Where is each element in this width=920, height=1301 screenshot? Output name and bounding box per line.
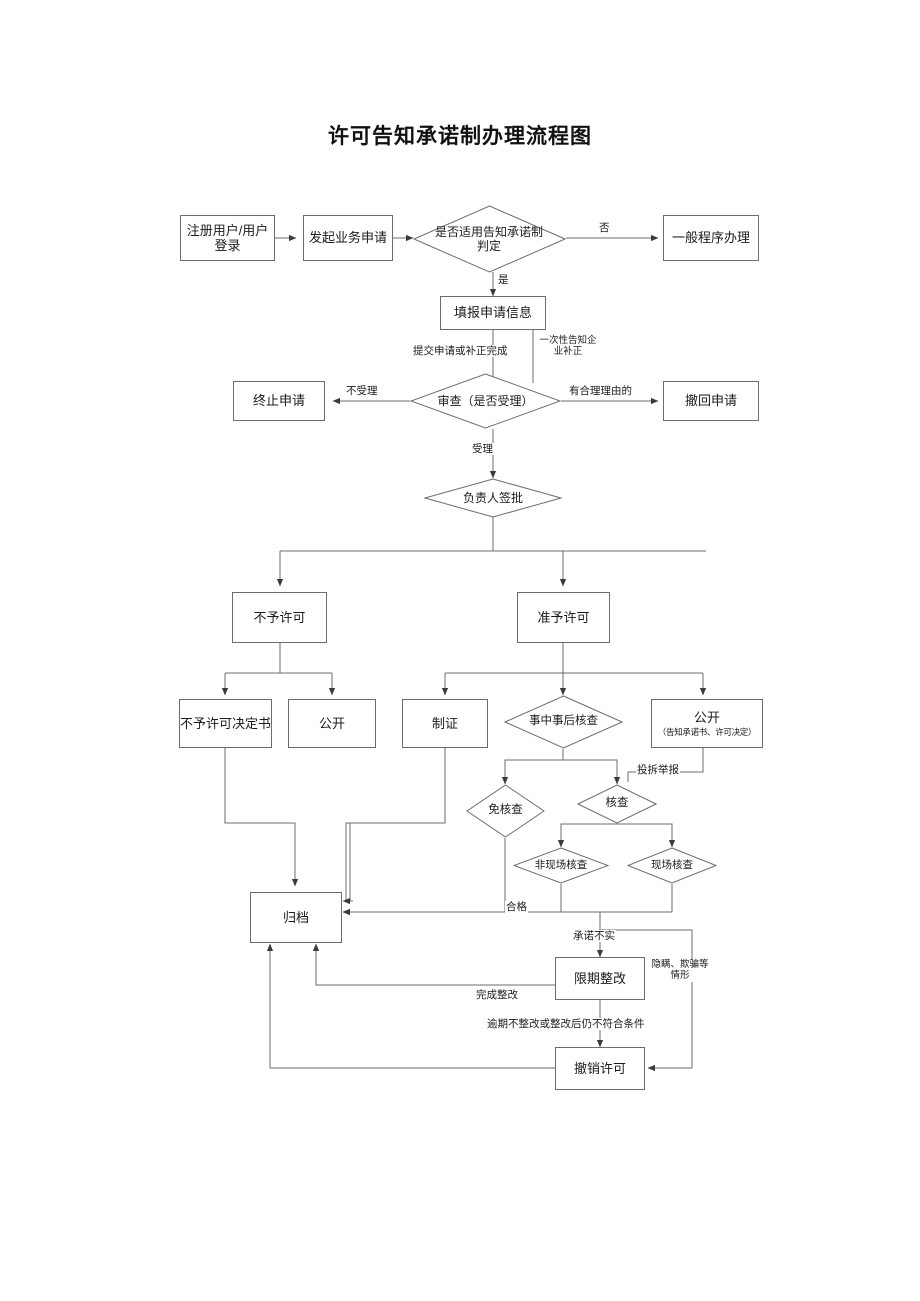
- edge-check-to-offsite: [557, 823, 617, 848]
- edge-label-conceal-deceive: 隐瞒、欺骗等情形: [650, 959, 710, 982]
- edge-label-qualified: 合格: [505, 901, 528, 914]
- node-check-label: 核查: [605, 797, 629, 810]
- node-publicize-right-sub: （告知承诺书、许可决定）: [657, 727, 757, 738]
- node-exempt-check-label: 免核查: [488, 804, 523, 817]
- node-leader-approval-label: 负责人签批: [462, 490, 523, 505]
- edge-label-submit-or-correct: 提交申请或补正完成: [412, 345, 509, 358]
- edge-label-reasonable-grounds: 有合理理由的: [568, 385, 633, 398]
- edge-label-overdue-not-rectified: 逾期不整改或整改后仍不符合条件: [486, 1018, 646, 1031]
- edge-label-complaint-report: 投拆举报: [636, 764, 680, 777]
- edge-certificate-to-bus: [350, 748, 446, 824]
- diamond-shape: [513, 847, 609, 884]
- edge-label-promise-untrue: 承诺不实: [572, 930, 616, 943]
- edge-dac-to-exempt: [501, 749, 564, 785]
- edge-exempt-to-archive: [342, 838, 506, 916]
- node-publicize-right[interactable]: 公开 （告知承诺书、许可决定）: [651, 699, 763, 748]
- edge-decision-to-archive: [224, 748, 299, 887]
- node-not-permitted-decision[interactable]: 不予许可决定书: [179, 699, 272, 748]
- edge-label-no: 否: [598, 222, 611, 235]
- node-fill-application[interactable]: 填报申请信息: [440, 296, 546, 330]
- edge-check-to-onsite: [617, 823, 676, 848]
- node-rectify[interactable]: 限期整改: [555, 957, 645, 1000]
- node-not-permitted[interactable]: 不予许可: [232, 592, 327, 643]
- node-initiate[interactable]: 发起业务申请: [303, 215, 393, 261]
- node-withdraw[interactable]: 撤回申请: [663, 381, 759, 421]
- edge-label-accepted: 受理: [471, 443, 494, 456]
- diamond-shape: [577, 784, 657, 824]
- diamond-shape: [413, 205, 566, 273]
- node-publicize-right-label: 公开: [693, 709, 720, 725]
- node-exempt-check[interactable]: 免核查: [466, 784, 545, 838]
- edge-label-not-accepted: 不受理: [345, 385, 379, 398]
- node-offsite-check[interactable]: 非现场核查: [513, 847, 609, 884]
- node-review-accept-label: 审查（是否受理）: [437, 393, 534, 408]
- edge-certificate-into-archive: [342, 823, 351, 905]
- diamond-shape: [424, 478, 562, 518]
- node-onsite-check[interactable]: 现场核查: [627, 847, 717, 884]
- node-revoke[interactable]: 撤销许可: [555, 1047, 645, 1090]
- node-terminate[interactable]: 终止申请: [233, 381, 325, 421]
- page-title: 许可告知承诺制办理流程图: [328, 125, 592, 148]
- node-permitted[interactable]: 准予许可: [517, 592, 610, 643]
- node-make-certificate[interactable]: 制证: [402, 699, 488, 748]
- node-review-accept[interactable]: 审查（是否受理）: [410, 373, 561, 429]
- edge-conceal-to-revoke: [600, 929, 693, 1072]
- node-judge-applicable-label: 是否适用告知承诺制判定: [435, 224, 544, 253]
- node-during-after-check-label: 事中事后核查: [529, 715, 598, 728]
- node-register[interactable]: 注册用户/用户登录: [180, 215, 275, 261]
- diamond-shape: [627, 847, 717, 884]
- diamond-shape: [466, 784, 545, 838]
- node-general-procedure[interactable]: 一般程序办理: [663, 215, 759, 261]
- node-archive[interactable]: 归档: [250, 892, 342, 943]
- node-judge-applicable[interactable]: 是否适用告知承诺制判定: [413, 205, 566, 273]
- edge-revoke-to-archive: [266, 943, 555, 1069]
- edge-label-rectify-done: 完成整改: [475, 989, 519, 1002]
- edge-label-yes: 是: [497, 274, 510, 287]
- edge-label-one-time-notice: 一次性告知企业补正: [536, 335, 600, 358]
- node-during-after-check[interactable]: 事中事后核查: [504, 695, 623, 749]
- edge-dac-to-check: [562, 749, 621, 785]
- node-check[interactable]: 核查: [577, 784, 657, 824]
- diamond-shape: [504, 695, 623, 749]
- node-onsite-check-label: 现场核查: [651, 859, 693, 872]
- diamond-shape: [410, 373, 561, 429]
- node-leader-approval[interactable]: 负责人签批: [424, 478, 562, 518]
- node-publicize-left[interactable]: 公开: [288, 699, 376, 748]
- node-offsite-check-label: 非现场核查: [534, 859, 588, 872]
- edge-rectify-done-to-archive: [312, 943, 555, 986]
